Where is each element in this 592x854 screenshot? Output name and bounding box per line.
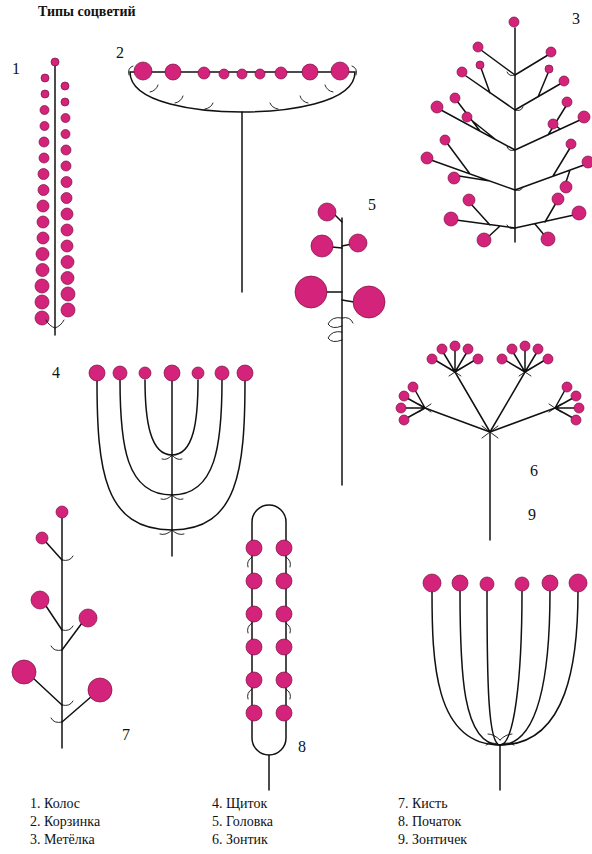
raceme-drawing	[12, 506, 112, 748]
callout-number: 3	[572, 10, 580, 28]
spadix-drawing	[246, 505, 292, 790]
basket-drawing	[129, 62, 357, 292]
legend-caption: 8. Початок	[398, 814, 461, 829]
corymb-drawing	[89, 365, 253, 556]
legend-caption: 5. Головка	[212, 814, 273, 829]
callout-number: 4	[52, 364, 60, 382]
legend-caption: 4. Щиток	[212, 796, 267, 811]
callout-number: 2	[116, 44, 124, 62]
legend-caption: 6. Зонтик	[212, 832, 268, 847]
diagram-title: Типы соцветий	[38, 4, 136, 19]
compound-umbel-drawing	[396, 341, 584, 540]
callout-number: 7	[122, 726, 130, 744]
panicle-drawing	[421, 17, 592, 247]
callout-number: 5	[368, 196, 376, 214]
callout-number: 1	[12, 60, 20, 78]
callout-number: 6	[530, 462, 538, 480]
head-drawing	[295, 203, 385, 485]
legend-caption: 2. Корзинка	[30, 814, 100, 829]
spike-drawing	[35, 58, 75, 335]
legend-caption: 9. Зонтичек	[398, 832, 467, 847]
legend-caption: 1. Колос	[30, 796, 80, 811]
callout-number: 9	[528, 506, 536, 524]
umbel-drawing	[423, 574, 587, 790]
legend-caption: 3. Метёлка	[30, 832, 95, 847]
callout-number: 8	[298, 738, 306, 756]
legend-caption: 7. Кисть	[398, 796, 448, 811]
